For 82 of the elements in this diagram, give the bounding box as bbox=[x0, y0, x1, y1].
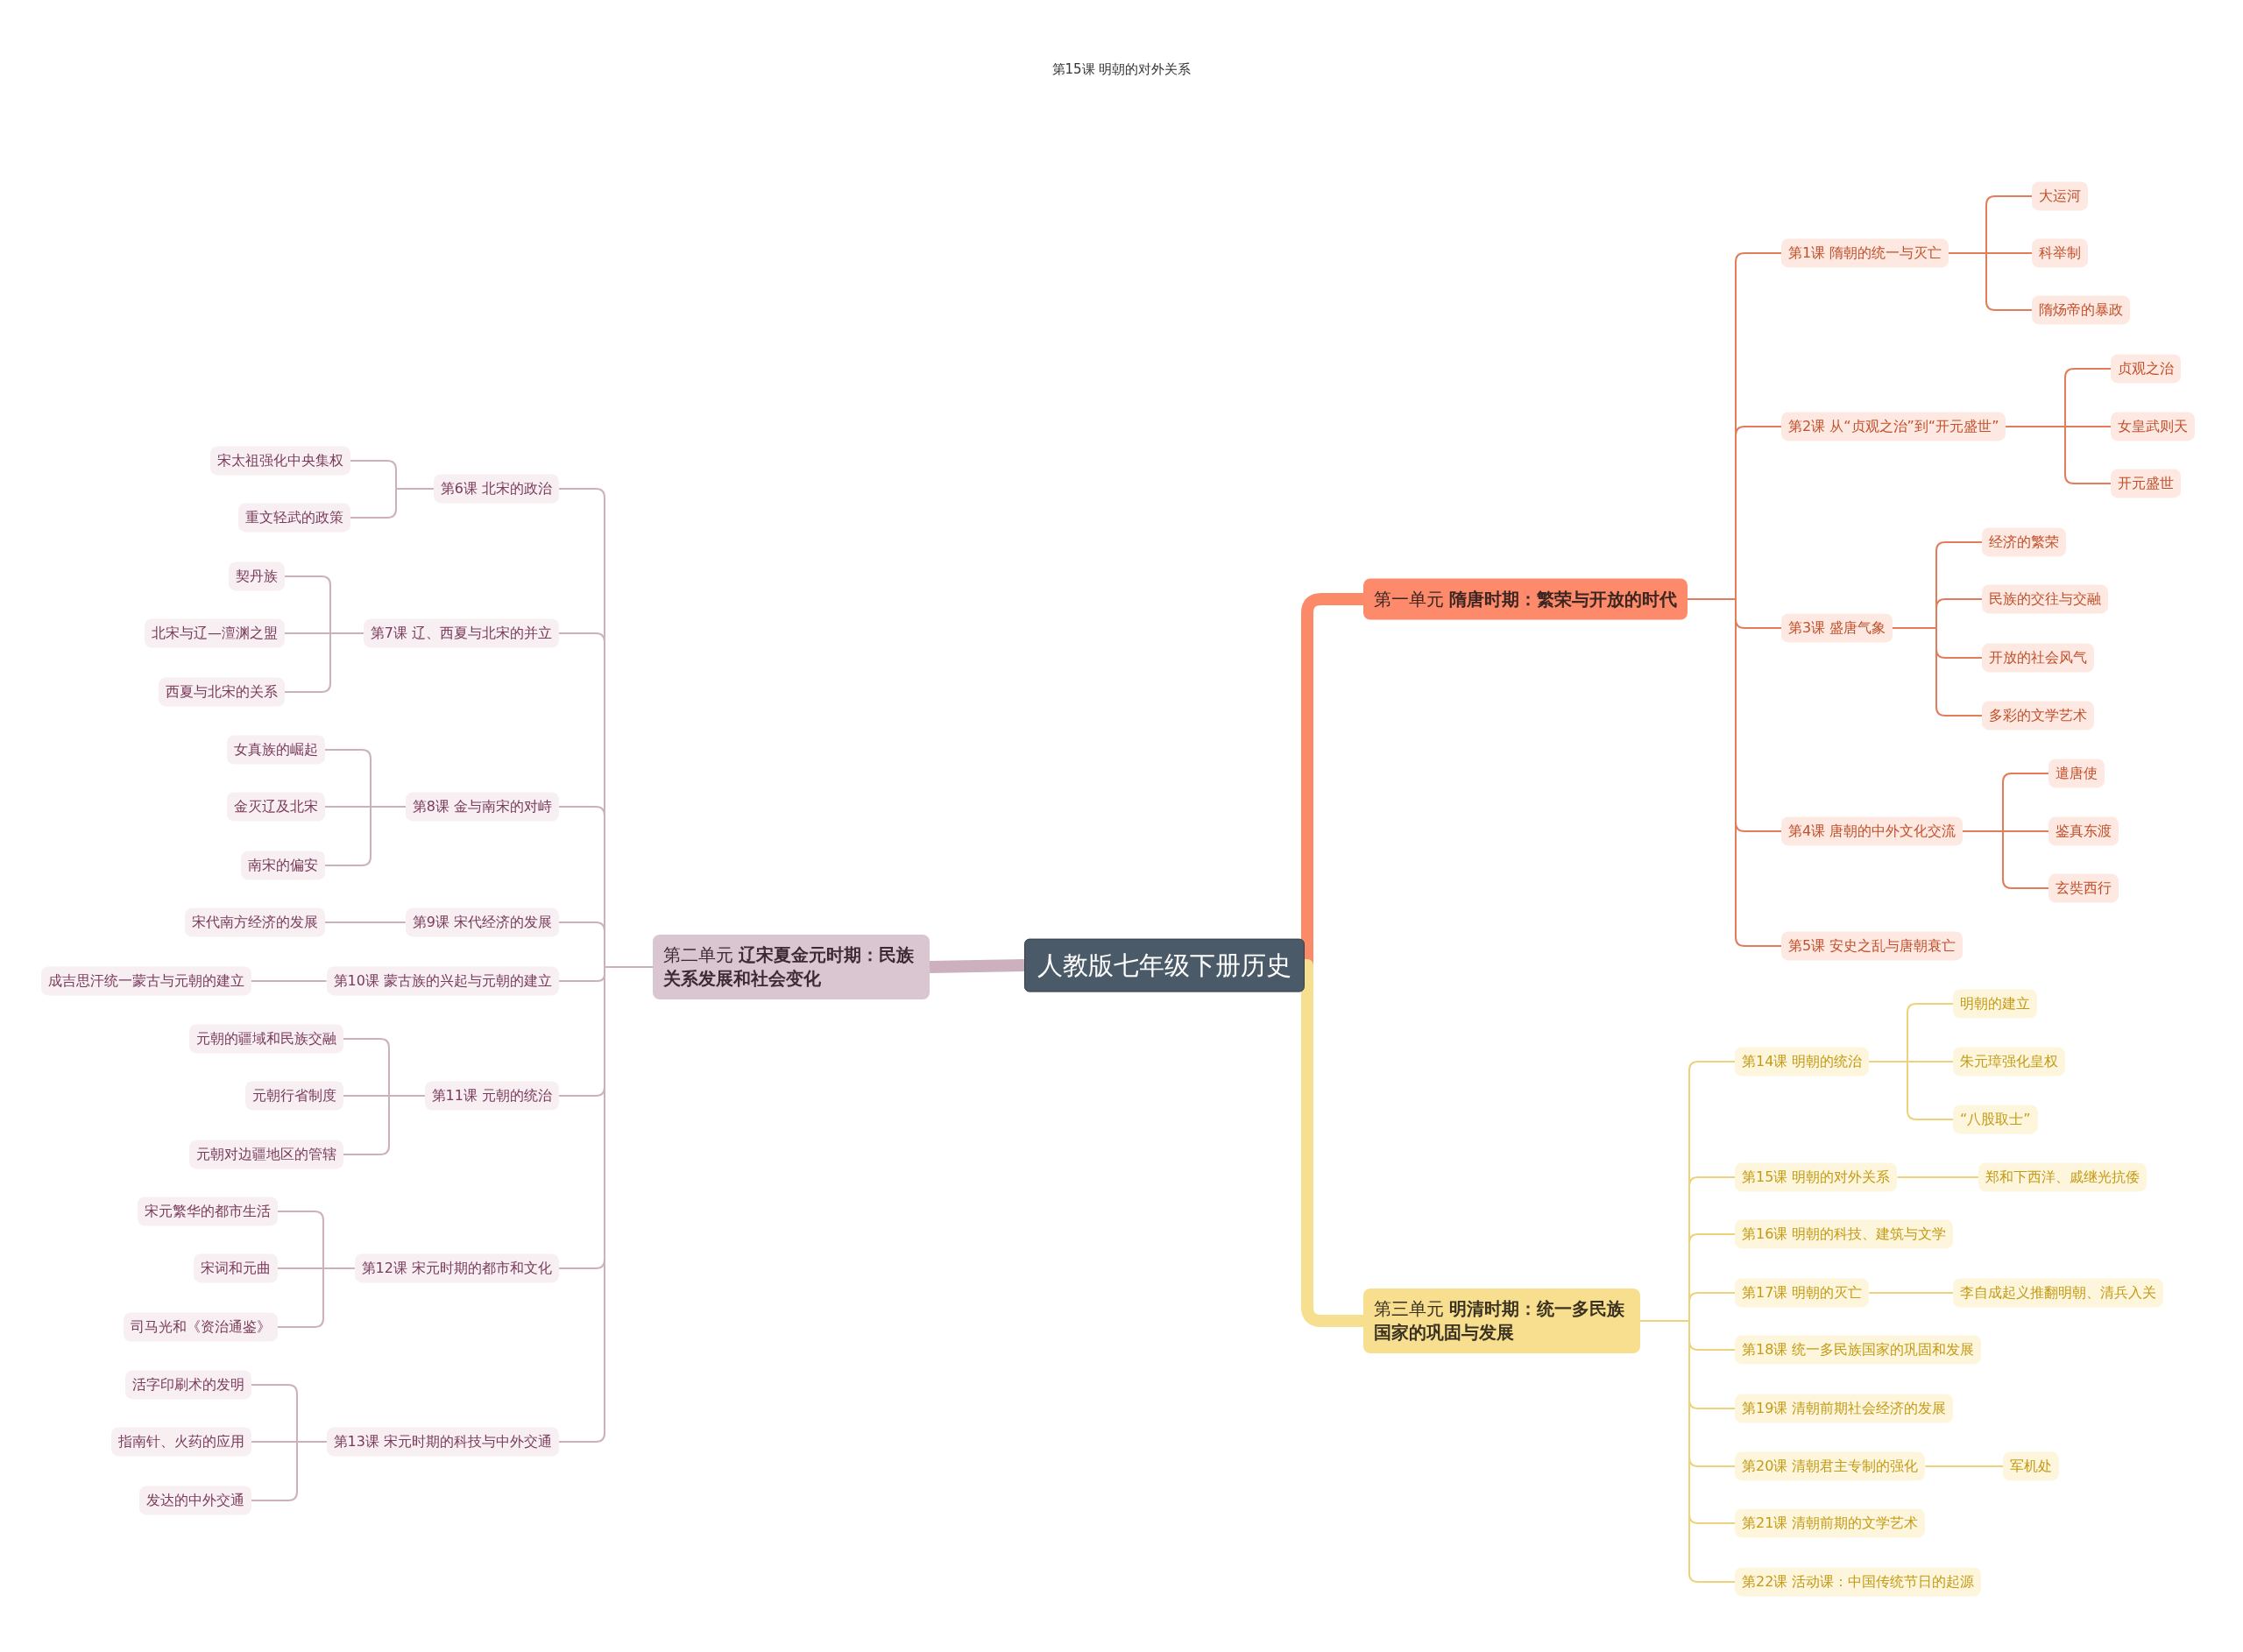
detail-topic: 元朝对边疆地区的管辖 bbox=[189, 1140, 343, 1169]
connector-line bbox=[1892, 627, 1983, 717]
connector-line bbox=[1868, 1292, 1954, 1294]
main-branch-topic: 第三单元 明清时期：统一多民族国家的巩固与发展 bbox=[1363, 1288, 1640, 1353]
main-branch-topic: 第一单元 隋唐时期：繁荣与开放的时代 bbox=[1363, 578, 1688, 620]
subtopic: 第12课 宋元时期的都市和文化 bbox=[354, 1253, 559, 1283]
detail-topic: 多彩的文学艺术 bbox=[1982, 701, 2094, 731]
subtopic: 第1课 隋朝的统一与灭亡 bbox=[1781, 238, 1949, 268]
detail-topic: 北宋与辽—澶渊之盟 bbox=[145, 618, 285, 648]
connector-line bbox=[929, 959, 1025, 973]
connector-line bbox=[277, 1267, 356, 1328]
detail-topic: 明朝的建立 bbox=[1953, 989, 2037, 1019]
detail-topic: 司马光和《资治通鉴》 bbox=[124, 1312, 278, 1342]
detail-topic: 科举制 bbox=[2032, 238, 2088, 268]
subtopic: 第4课 唐朝的中外文化交流 bbox=[1781, 816, 1964, 846]
subtopic: 第5课 安史之乱与唐朝衰亡 bbox=[1781, 931, 1964, 961]
detail-topic: 鉴真东渡 bbox=[2048, 816, 2119, 846]
connector-line bbox=[251, 980, 328, 982]
detail-topic: 女真族的崛起 bbox=[227, 735, 325, 765]
detail-topic: 遣唐使 bbox=[2048, 759, 2105, 788]
subtopic: 第11课 元朝的统治 bbox=[424, 1081, 559, 1111]
subtopic: 第10课 蒙古族的兴起与元朝的建立 bbox=[326, 966, 559, 996]
detail-topic: 玄奘西行 bbox=[2048, 873, 2119, 903]
detail-topic: 宋代南方经济的发展 bbox=[185, 907, 325, 937]
connector-line bbox=[350, 488, 435, 519]
connector-line bbox=[1868, 1061, 1954, 1120]
subtopic: 第17课 明朝的灭亡 bbox=[1735, 1278, 1870, 1308]
diagram-title: 第15课 明朝的对外关系 bbox=[1051, 61, 1192, 78]
detail-topic: “八股取士” bbox=[1953, 1105, 2038, 1134]
connector-line bbox=[1962, 830, 2049, 889]
subtopic: 第2课 从“贞观之治”到“开元盛世” bbox=[1781, 412, 2006, 441]
subtopic: 第8课 金与南宋的对峙 bbox=[405, 792, 559, 822]
connector-line bbox=[324, 921, 407, 923]
connector-line bbox=[251, 1441, 328, 1501]
detail-topic: 开元盛世 bbox=[2111, 469, 2181, 498]
subtopic: 第9课 宋代经济的发展 bbox=[405, 907, 559, 937]
detail-topic: 金灭辽及北宋 bbox=[227, 792, 325, 822]
detail-topic: 宋词和元曲 bbox=[194, 1253, 278, 1283]
detail-topic: 重文轻武的政策 bbox=[238, 503, 350, 533]
detail-topic: 活字印刷术的发明 bbox=[125, 1370, 251, 1400]
detail-topic: 李自成起义推翻明朝、清兵入关 bbox=[1953, 1278, 2163, 1308]
detail-topic: 契丹族 bbox=[229, 561, 285, 591]
connector-line bbox=[324, 806, 407, 866]
subtopic: 第6课 北宋的政治 bbox=[433, 474, 559, 504]
detail-topic: 元朝的疆域和民族交融 bbox=[189, 1024, 343, 1054]
connector-line bbox=[343, 1095, 426, 1155]
detail-topic: 隋炀帝的暴政 bbox=[2032, 295, 2130, 325]
connector-line bbox=[284, 632, 364, 693]
subtopic: 第22课 活动课：中国传统节日的起源 bbox=[1735, 1567, 1982, 1597]
main-branch-topic: 第二单元 辽宋夏金元时期：民族关系发展和社会变化 bbox=[653, 935, 930, 999]
subtopic: 第19课 清朝前期社会经济的发展 bbox=[1735, 1394, 1954, 1423]
connector-line bbox=[1924, 1465, 2004, 1467]
detail-topic: 发达的中外交通 bbox=[139, 1486, 251, 1515]
detail-topic: 女皇武则天 bbox=[2111, 412, 2195, 441]
subtopic: 第18课 统一多民族国家的巩固和发展 bbox=[1735, 1335, 1982, 1365]
detail-topic: 南宋的偏安 bbox=[241, 851, 325, 880]
detail-topic: 民族的交往与交融 bbox=[1982, 584, 2108, 614]
detail-topic: 郑和下西洋、戚继光抗倭 bbox=[1978, 1162, 2147, 1192]
subtopic: 第16课 明朝的科技、建筑与文学 bbox=[1735, 1219, 1954, 1249]
detail-topic: 贞观之治 bbox=[2111, 354, 2181, 384]
detail-topic: 经济的繁荣 bbox=[1982, 527, 2066, 557]
subtopic: 第15课 明朝的对外关系 bbox=[1735, 1162, 1898, 1192]
detail-topic: 开放的社会风气 bbox=[1982, 643, 2094, 673]
connector-line bbox=[1948, 252, 2033, 311]
subtopic: 第14课 明朝的统治 bbox=[1735, 1047, 1870, 1077]
subtopic: 第3课 盛唐气象 bbox=[1781, 613, 1893, 643]
subtopic: 第13课 宋元时期的科技与中外交通 bbox=[326, 1427, 559, 1457]
detail-topic: 指南针、火药的应用 bbox=[111, 1427, 251, 1457]
detail-topic: 元朝行省制度 bbox=[245, 1081, 343, 1111]
connector-line bbox=[2005, 426, 2112, 484]
subtopic: 第7课 辽、西夏与北宋的并立 bbox=[363, 618, 559, 648]
subtopic: 第21课 清朝前期的文学艺术 bbox=[1735, 1508, 1926, 1538]
detail-topic: 军机处 bbox=[2003, 1451, 2059, 1481]
central-topic: 人教版七年级下册历史 bbox=[1024, 938, 1305, 992]
connector-line bbox=[1896, 1176, 1979, 1178]
detail-topic: 大运河 bbox=[2032, 181, 2088, 211]
detail-topic: 朱元璋强化皇权 bbox=[1953, 1047, 2065, 1077]
detail-topic: 宋元繁华的都市生活 bbox=[138, 1197, 278, 1226]
detail-topic: 西夏与北宋的关系 bbox=[159, 677, 285, 707]
detail-topic: 宋太祖强化中央集权 bbox=[210, 446, 350, 476]
subtopic: 第20课 清朝君主专制的强化 bbox=[1735, 1451, 1926, 1481]
detail-topic: 成吉思汗统一蒙古与元朝的建立 bbox=[41, 966, 251, 996]
